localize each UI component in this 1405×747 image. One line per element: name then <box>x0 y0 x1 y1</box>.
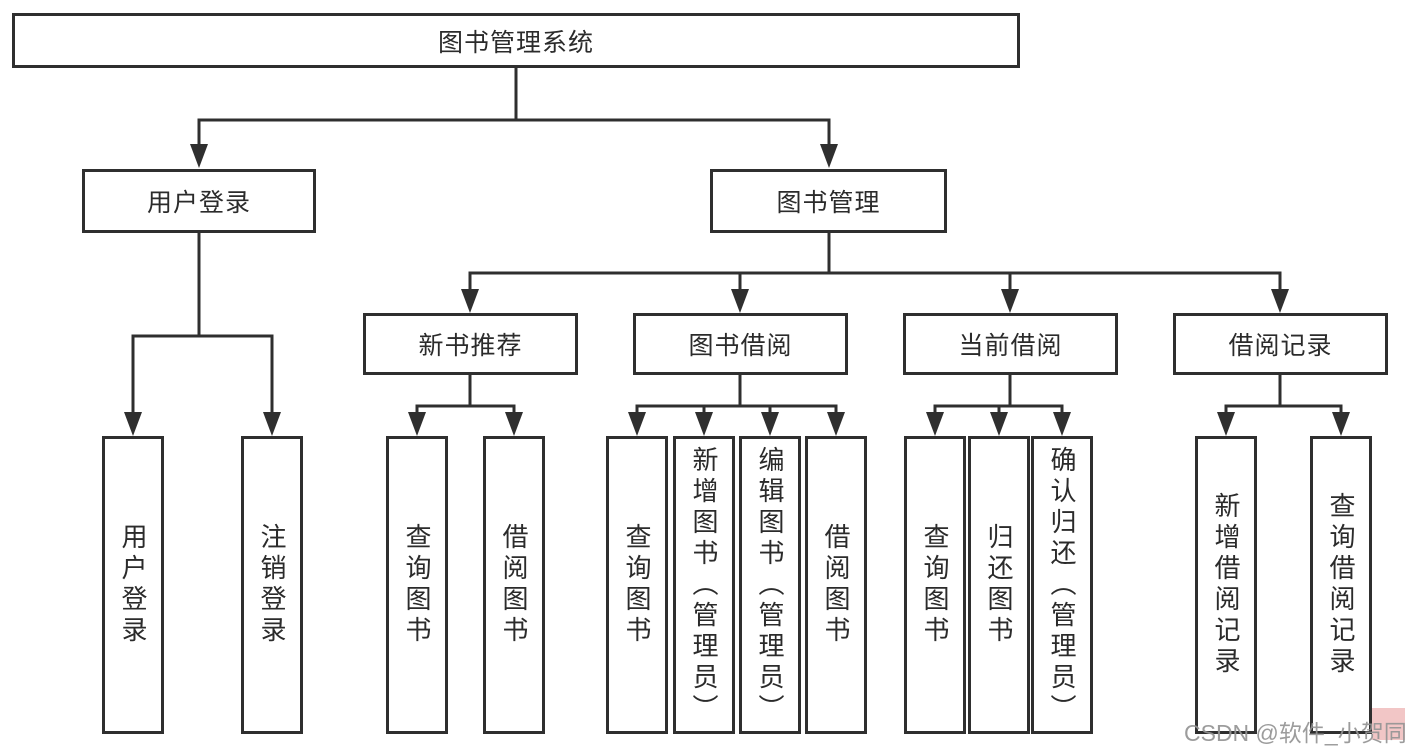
connector-new-book-recommend <box>415 373 516 422</box>
leaf-borrowing-query-books: 查询图书 <box>606 436 668 734</box>
leaf-borrowing-add-books-admin: 新增图书（管理员） <box>673 436 735 734</box>
leaf-label: 查询借阅记录 <box>1326 492 1356 678</box>
node-label: 图书管理 <box>776 189 881 217</box>
leaf-label: 注销登录 <box>257 523 287 647</box>
watermark-highlight <box>1372 708 1405 740</box>
leaf-label: 确认归还（管理员） <box>1047 445 1077 725</box>
leaf-label: 新增借阅记录 <box>1211 492 1241 678</box>
node-label: 新书推荐 <box>418 332 523 360</box>
leaf-newbook-query-books: 查询图书 <box>386 436 448 734</box>
leaf-label: 编辑图书（管理员） <box>755 445 785 725</box>
leaf-current-confirm-return-admin: 确认归还（管理员） <box>1031 436 1093 734</box>
arrowheads <box>124 144 1350 436</box>
node-label: 用户登录 <box>146 189 251 217</box>
connector-root <box>197 66 831 152</box>
leaf-label: 查询图书 <box>402 523 432 647</box>
leaf-borrowing-edit-books-admin: 编辑图书（管理员） <box>739 436 801 734</box>
node-label: 图书管理系统 <box>437 28 594 57</box>
node-new-book-recommend: 新书推荐 <box>363 313 578 375</box>
leaf-label: 查询图书 <box>920 523 950 647</box>
leaf-label: 归还图书 <box>984 523 1014 647</box>
node-label: 当前借阅 <box>958 332 1063 360</box>
leaf-label: 用户登录 <box>118 523 148 647</box>
node-library-management-system: 图书管理系统 <box>12 13 1020 68</box>
connector-user-login <box>131 231 274 420</box>
leaf-label: 借阅图书 <box>499 523 529 647</box>
leaf-records-add-record: 新增借阅记录 <box>1195 436 1257 734</box>
leaf-current-return-books: 归还图书 <box>968 436 1030 734</box>
leaf-current-query-books: 查询图书 <box>904 436 966 734</box>
node-borrowing-records: 借阅记录 <box>1173 313 1388 375</box>
leaf-newbook-borrow-books: 借阅图书 <box>483 436 545 734</box>
connector-borrowing-records <box>1224 373 1343 422</box>
node-book-borrowing: 图书借阅 <box>633 313 848 375</box>
watermark: CSDN @软件_小贺同学 <box>1184 720 1405 746</box>
connector-book-management <box>468 231 1282 297</box>
connector-book-borrowing <box>635 373 838 422</box>
leaf-label: 借阅图书 <box>821 523 851 647</box>
leaf-records-query-record: 查询借阅记录 <box>1310 436 1372 734</box>
leaf-user-login: 用户登录 <box>102 436 164 734</box>
leaf-label: 新增图书（管理员） <box>689 445 719 725</box>
node-user-login: 用户登录 <box>82 169 316 233</box>
node-book-management: 图书管理 <box>710 169 947 233</box>
node-current-borrowing: 当前借阅 <box>903 313 1118 375</box>
leaf-borrowing-borrow-books: 借阅图书 <box>805 436 867 734</box>
leaf-label: 查询图书 <box>622 523 652 647</box>
node-label: 图书借阅 <box>688 332 793 360</box>
leaf-logout: 注销登录 <box>241 436 303 734</box>
node-label: 借阅记录 <box>1228 332 1333 360</box>
